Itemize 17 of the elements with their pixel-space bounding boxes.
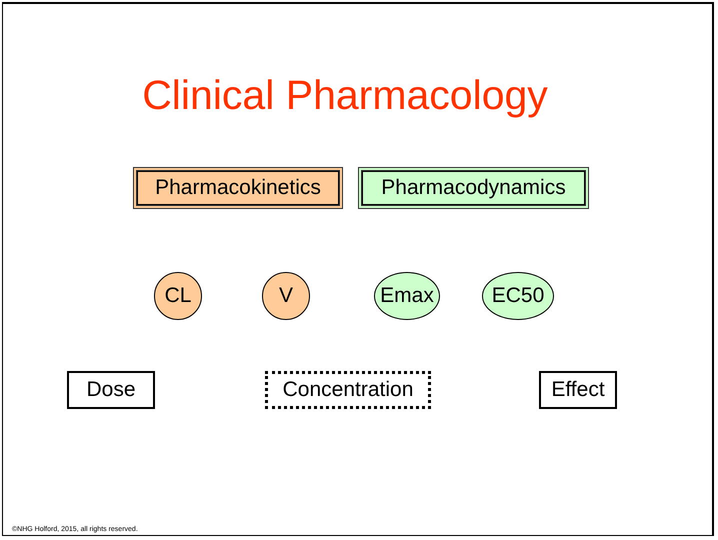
title: Clinical Pharmacology — [142, 71, 548, 120]
node-label: Pharmacokinetics — [155, 176, 321, 200]
variable-box — [539, 371, 617, 409]
concept-box — [358, 167, 589, 209]
node-label: Pharmacodynamics — [381, 176, 566, 200]
node-label: Effect — [551, 378, 605, 402]
parameter-circle — [262, 272, 310, 320]
variable-box — [265, 371, 431, 409]
node-label: Dose — [86, 378, 136, 402]
node-label: Concentration — [282, 378, 414, 402]
node-label: CL — [164, 284, 192, 308]
concept-box — [133, 167, 343, 209]
node-label: Emax — [380, 284, 434, 308]
variable-box — [67, 371, 155, 409]
parameter-circle — [154, 272, 202, 320]
node-label: V — [278, 284, 293, 308]
node-label: EC50 — [492, 284, 544, 308]
